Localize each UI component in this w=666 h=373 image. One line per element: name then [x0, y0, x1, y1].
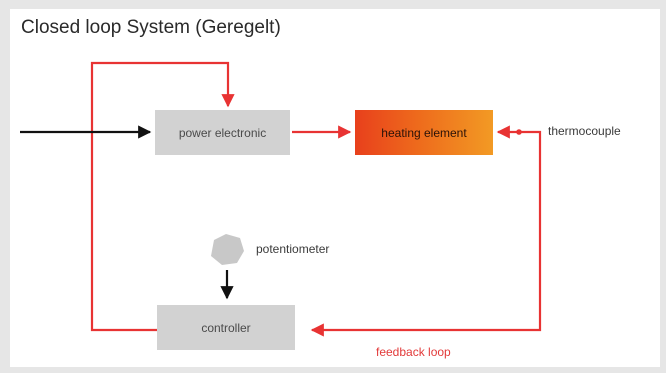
power-electronic-label: power electronic	[178, 125, 267, 140]
heating-element-label: heating element	[381, 125, 467, 140]
diagram-canvas	[10, 9, 660, 367]
controller-box: controller	[157, 305, 295, 350]
potentiometer-icon	[211, 234, 244, 265]
diagram-title: Closed loop System (Geregelt)	[21, 17, 281, 38]
power-electronic-box: power electronic	[155, 110, 290, 155]
thermocouple-label: thermocouple	[548, 124, 621, 138]
heating-element-box: heating element	[355, 110, 493, 155]
controller-label: controller	[201, 320, 251, 335]
potentiometer-label: potentiometer	[256, 242, 330, 256]
feedback-loop-line	[310, 130, 542, 337]
controller-to-power-line	[90, 61, 235, 332]
feedback-loop-label: feedback loop	[376, 345, 451, 359]
